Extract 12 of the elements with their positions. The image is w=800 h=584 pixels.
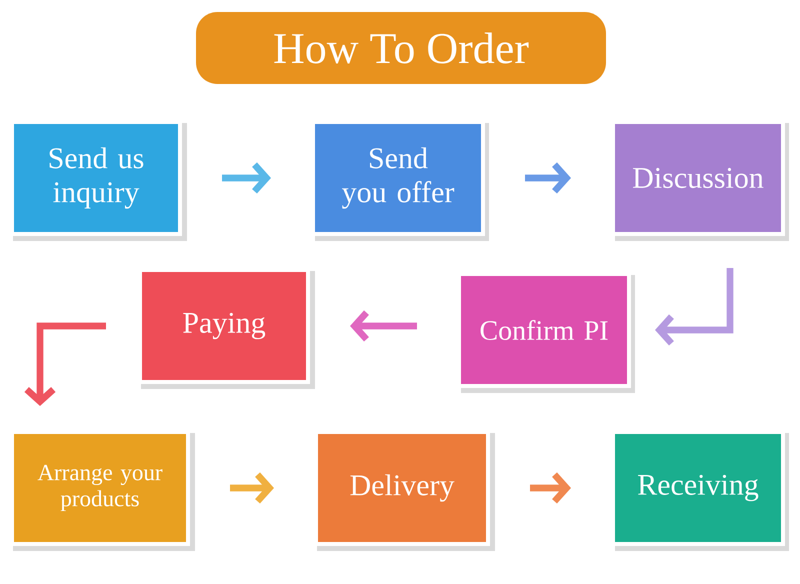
process-box: Receiving xyxy=(611,430,789,551)
process-box: Arrange your products xyxy=(10,430,195,551)
arrow xyxy=(655,268,734,346)
arrow xyxy=(350,310,417,342)
process-box: Delivery xyxy=(314,430,495,551)
title-banner: How To Order xyxy=(196,12,606,84)
process-box: Confirm PI xyxy=(457,272,635,393)
process-box: Send you offer xyxy=(311,120,489,241)
process-box: Paying xyxy=(138,268,315,389)
process-box: Discussion xyxy=(611,120,789,241)
arrow xyxy=(24,322,106,406)
process-box: Send us inquiry xyxy=(10,120,187,241)
